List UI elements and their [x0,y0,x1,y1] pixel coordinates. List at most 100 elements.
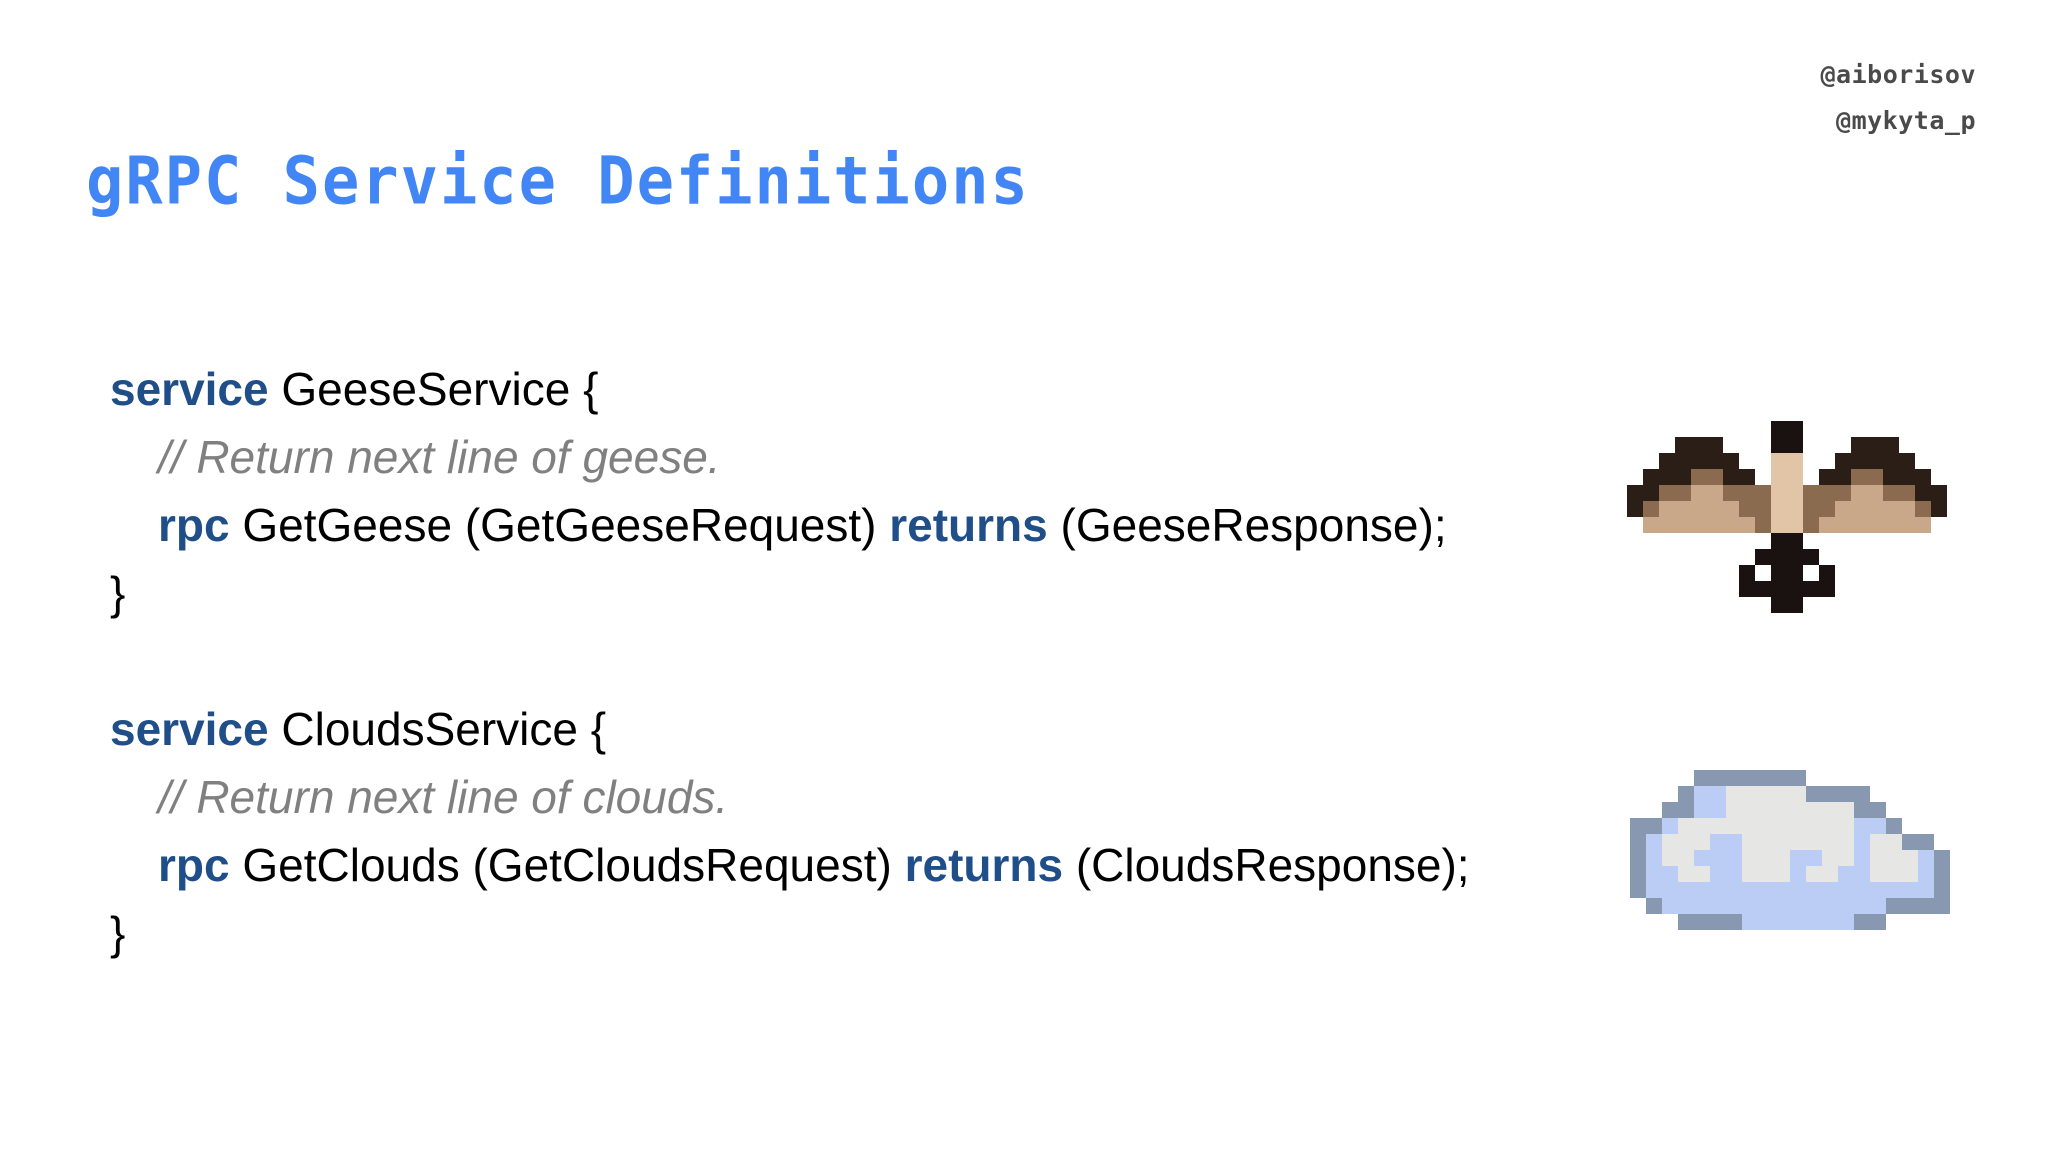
sprite-pixel [1915,549,1931,565]
sprite-pixel [1742,802,1758,818]
sprite-pixel [1902,882,1918,898]
sprite-pixel [1803,469,1819,485]
handle-aiborisov: @aiborisov [1820,60,1976,89]
sprite-pixel [1723,549,1739,565]
sprite-pixel [1755,533,1771,549]
sprite-pixel [1851,581,1867,597]
sprite-pixel [1627,517,1643,533]
sprite-pixel [1915,581,1931,597]
sprite-pixel [1787,549,1803,565]
sprite-pixel [1918,866,1934,882]
sprite-pixel [1931,517,1947,533]
sprite-pixel [1630,882,1646,898]
sprite-pixel [1627,501,1643,517]
sprite-pixel [1691,565,1707,581]
sprite-pixel [1902,786,1918,802]
sprite-pixel [1723,453,1739,469]
sprite-pixel [1819,421,1835,437]
sprite-pixel [1630,770,1646,786]
sprite-pixel [1883,501,1899,517]
sprite-pixel [1691,453,1707,469]
sprite-pixel [1694,834,1710,850]
sprite-pixel [1662,850,1678,866]
sprite-pixel [1870,834,1886,850]
sprite-pixel [1771,469,1787,485]
sprite-pixel [1918,850,1934,866]
sprite-pixel [1678,802,1694,818]
sprite-pixel [1755,549,1771,565]
sprite-pixel [1646,866,1662,882]
sprite-pixel [1931,549,1947,565]
sprite-pixel [1899,421,1915,437]
sprite-pixel [1851,533,1867,549]
sprite-pixel [1739,437,1755,453]
sprite-pixel [1675,597,1691,613]
sprite-pixel [1883,437,1899,453]
sprite-pixel [1691,597,1707,613]
code-listing: service GeeseService {// Return next lin… [110,355,1590,1035]
sprite-pixel [1918,898,1934,914]
sprite-pixel [1675,437,1691,453]
sprite-pixel [1630,802,1646,818]
sprite-pixel [1710,866,1726,882]
sprite-pixel [1902,834,1918,850]
sprite-pixel [1675,421,1691,437]
sprite-pixel [1835,501,1851,517]
sprite-pixel [1822,818,1838,834]
sprite-pixel [1790,770,1806,786]
sprite-pixel [1726,850,1742,866]
sprite-pixel [1931,597,1947,613]
sprite-pixel [1915,421,1931,437]
sprite-pixel [1627,485,1643,501]
sprite-pixel [1774,818,1790,834]
sprite-pixel [1774,834,1790,850]
sprite-pixel [1659,421,1675,437]
sprite-pixel [1659,501,1675,517]
sprite-pixel [1723,437,1739,453]
sprite-pixel [1902,770,1918,786]
sprite-pixel [1755,501,1771,517]
sprite-pixel [1867,469,1883,485]
sprite-pixel [1854,850,1870,866]
sprite-pixel [1755,581,1771,597]
sprite-pixel [1803,485,1819,501]
sprite-pixel [1707,533,1723,549]
sprite-pixel [1867,533,1883,549]
sprite-pixel [1899,565,1915,581]
sprite-pixel [1771,501,1787,517]
sprite-pixel [1835,517,1851,533]
sprite-pixel [1806,802,1822,818]
sprite-pixel [1739,421,1755,437]
sprite-pixel [1886,914,1902,930]
sprite-pixel [1758,898,1774,914]
sprite-pixel [1659,597,1675,613]
sprite-pixel [1774,914,1790,930]
sprite-pixel [1739,469,1755,485]
sprite-pixel [1627,421,1643,437]
sprite-pixel [1691,501,1707,517]
sprite-pixel [1867,597,1883,613]
sprite-pixel [1934,818,1950,834]
sprite-pixel [1710,882,1726,898]
sprite-pixel [1646,818,1662,834]
closing-brace-line: } [110,907,126,959]
sprite-pixel [1707,437,1723,453]
sprite-pixel [1838,850,1854,866]
sprite-pixel [1774,786,1790,802]
sprite-pixel [1678,818,1694,834]
sprite-pixel [1630,914,1646,930]
sprite-pixel [1726,914,1742,930]
sprite-pixel [1838,802,1854,818]
keyword-service: service [110,703,269,755]
sprite-pixel [1739,517,1755,533]
sprite-pixel [1822,786,1838,802]
sprite-pixel [1694,802,1710,818]
sprite-pixel [1787,581,1803,597]
sprite-pixel [1643,581,1659,597]
sprite-pixel [1787,469,1803,485]
sprite-pixel [1867,453,1883,469]
sprite-pixel [1758,802,1774,818]
sprite-pixel [1899,597,1915,613]
sprite-pixel [1870,866,1886,882]
sprite-pixel [1755,469,1771,485]
